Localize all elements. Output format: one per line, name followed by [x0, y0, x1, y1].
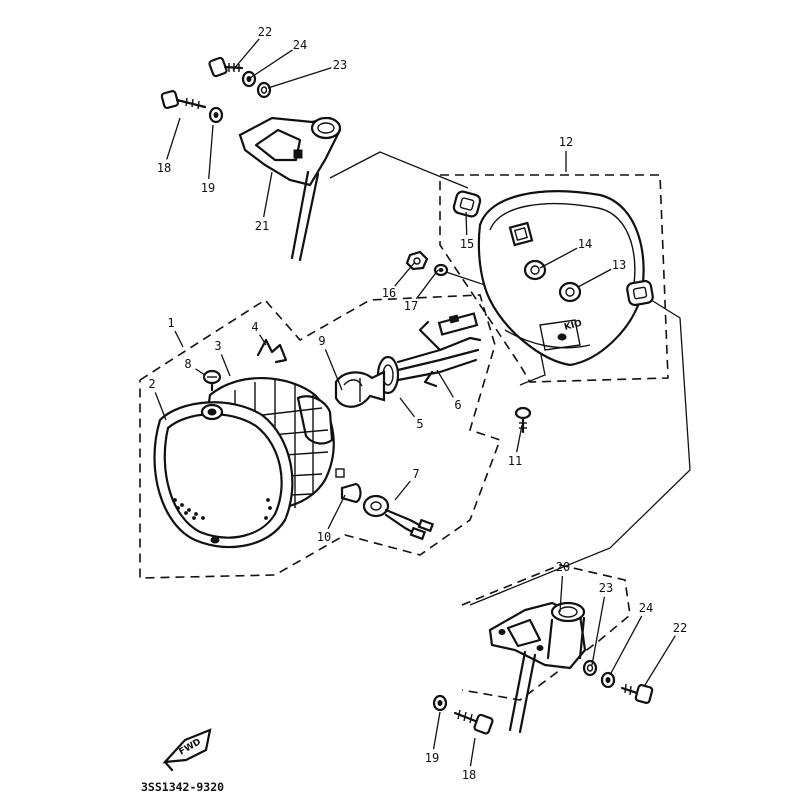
callout-leader-c3: [220, 354, 231, 377]
callout-leader-c5: [399, 397, 416, 418]
callout-label-c19a: 19: [201, 181, 215, 195]
callout-label-c18b: 18: [462, 768, 476, 782]
callout-leader-c23a: [267, 67, 332, 89]
callout-label-c7: 7: [412, 467, 419, 481]
callout-leader-c11: [516, 424, 523, 453]
assembly-boundaries: [139, 174, 669, 701]
callout-label-c14: 14: [578, 237, 592, 251]
headlight-body-12: KIO: [477, 190, 645, 367]
callout-leader-c2: [154, 392, 167, 421]
washer-24-lower: [600, 671, 616, 689]
callout-label-c3: 3: [214, 339, 221, 353]
callout-label-c19b: 19: [425, 751, 439, 765]
callout-label-c1: 1: [167, 316, 174, 330]
bulb-9: [334, 370, 386, 408]
callout-label-c4: 4: [251, 320, 258, 334]
washer-24-upper: [241, 70, 257, 88]
callout-leader-c6: [436, 369, 454, 398]
headlight-unit-boundary: [139, 294, 502, 579]
washer-19-upper: [208, 106, 224, 124]
headlight-stay-21: [238, 116, 342, 262]
bolt-18-lower: [453, 709, 494, 735]
position-bulb-10: [335, 468, 362, 504]
callout-leader-c22b: [644, 635, 676, 686]
bolt-22-lower: [620, 683, 654, 704]
callout-label-c10: 10: [317, 530, 331, 544]
callout-leader-c8: [195, 368, 206, 376]
callout-leader-c19a: [208, 124, 214, 180]
body-boundary: [439, 174, 669, 383]
callout-leader-c9: [324, 349, 343, 391]
callout-leader-c18b: [469, 737, 476, 767]
bolt-22-upper: [208, 56, 244, 78]
screw-11: [514, 406, 532, 434]
callout-label-c23a: 23: [333, 58, 347, 72]
callout-label-c8: 8: [184, 357, 191, 371]
bolt-18-upper: [160, 90, 207, 110]
callout-label-c17: 17: [404, 299, 418, 313]
callout-label-c20: 20: [556, 560, 570, 574]
callout-label-c6: 6: [454, 398, 461, 412]
callout-leader-c17: [415, 269, 439, 300]
callout-leader-c16: [394, 261, 416, 287]
callout-label-c2: 2: [148, 377, 155, 391]
callout-leader-c20: [559, 575, 564, 613]
washer-23-upper: [256, 81, 272, 99]
callout-label-c15: 15: [460, 237, 474, 251]
headlight-rim-2: [153, 401, 294, 549]
nut-16: [405, 250, 429, 271]
callout-label-c24a: 24: [293, 38, 307, 52]
callout-label-c23b: 23: [599, 581, 613, 595]
callout-label-c22b: 22: [673, 621, 687, 635]
part-code: 3SS1342-9320: [141, 780, 224, 794]
callout-label-c9: 9: [318, 334, 325, 348]
fwd-arrow-icon: FWD: [162, 728, 212, 772]
screw-8: [202, 369, 222, 392]
callout-label-c13: 13: [612, 258, 626, 272]
callout-leader-c14: [539, 247, 578, 269]
washer-17: [433, 263, 449, 277]
callout-leader-c24b: [609, 615, 643, 676]
position-socket-7: [362, 494, 435, 541]
callout-leader-c7: [394, 480, 411, 501]
callout-leader-c18a: [166, 117, 181, 160]
callout-leader-c10: [327, 494, 346, 530]
callout-leader-c19b: [432, 711, 441, 750]
svg-text:KIO: KIO: [563, 318, 583, 332]
callout-label-c18a: 18: [157, 161, 171, 175]
spring-clip-4: [256, 338, 288, 364]
grommet-14: [523, 259, 547, 281]
callout-label-c11: 11: [508, 454, 522, 468]
callout-label-c16: 16: [382, 286, 396, 300]
callout-leader-c4: [259, 334, 267, 346]
callout-leader-c22a: [232, 38, 260, 71]
callout-leader-c21: [262, 171, 273, 218]
rim-dots: [173, 498, 272, 520]
headlight-stay-20: [488, 601, 587, 734]
socket-cord-6: [376, 312, 482, 395]
callout-label-c22a: 22: [258, 25, 272, 39]
grommet-13: [558, 281, 582, 303]
lower-stay-boundary: [461, 564, 631, 701]
washer-23-lower: [582, 659, 598, 677]
upper-bolt-set: [208, 56, 272, 99]
callout-leader-c24a: [249, 49, 293, 79]
callout-leader-c15: [465, 211, 468, 236]
callout-label-c24b: 24: [639, 601, 653, 615]
callout-label-c5: 5: [416, 417, 423, 431]
callout-label-c21: 21: [255, 219, 269, 233]
callout-label-c12: 12: [559, 135, 573, 149]
callout-leader-c1: [174, 330, 184, 348]
callout-leader-c23b: [591, 596, 606, 666]
callout-leader-c13: [577, 268, 612, 288]
grommet-right: [626, 279, 654, 307]
washer-19-lower: [432, 694, 448, 712]
grommet-15: [452, 190, 482, 218]
